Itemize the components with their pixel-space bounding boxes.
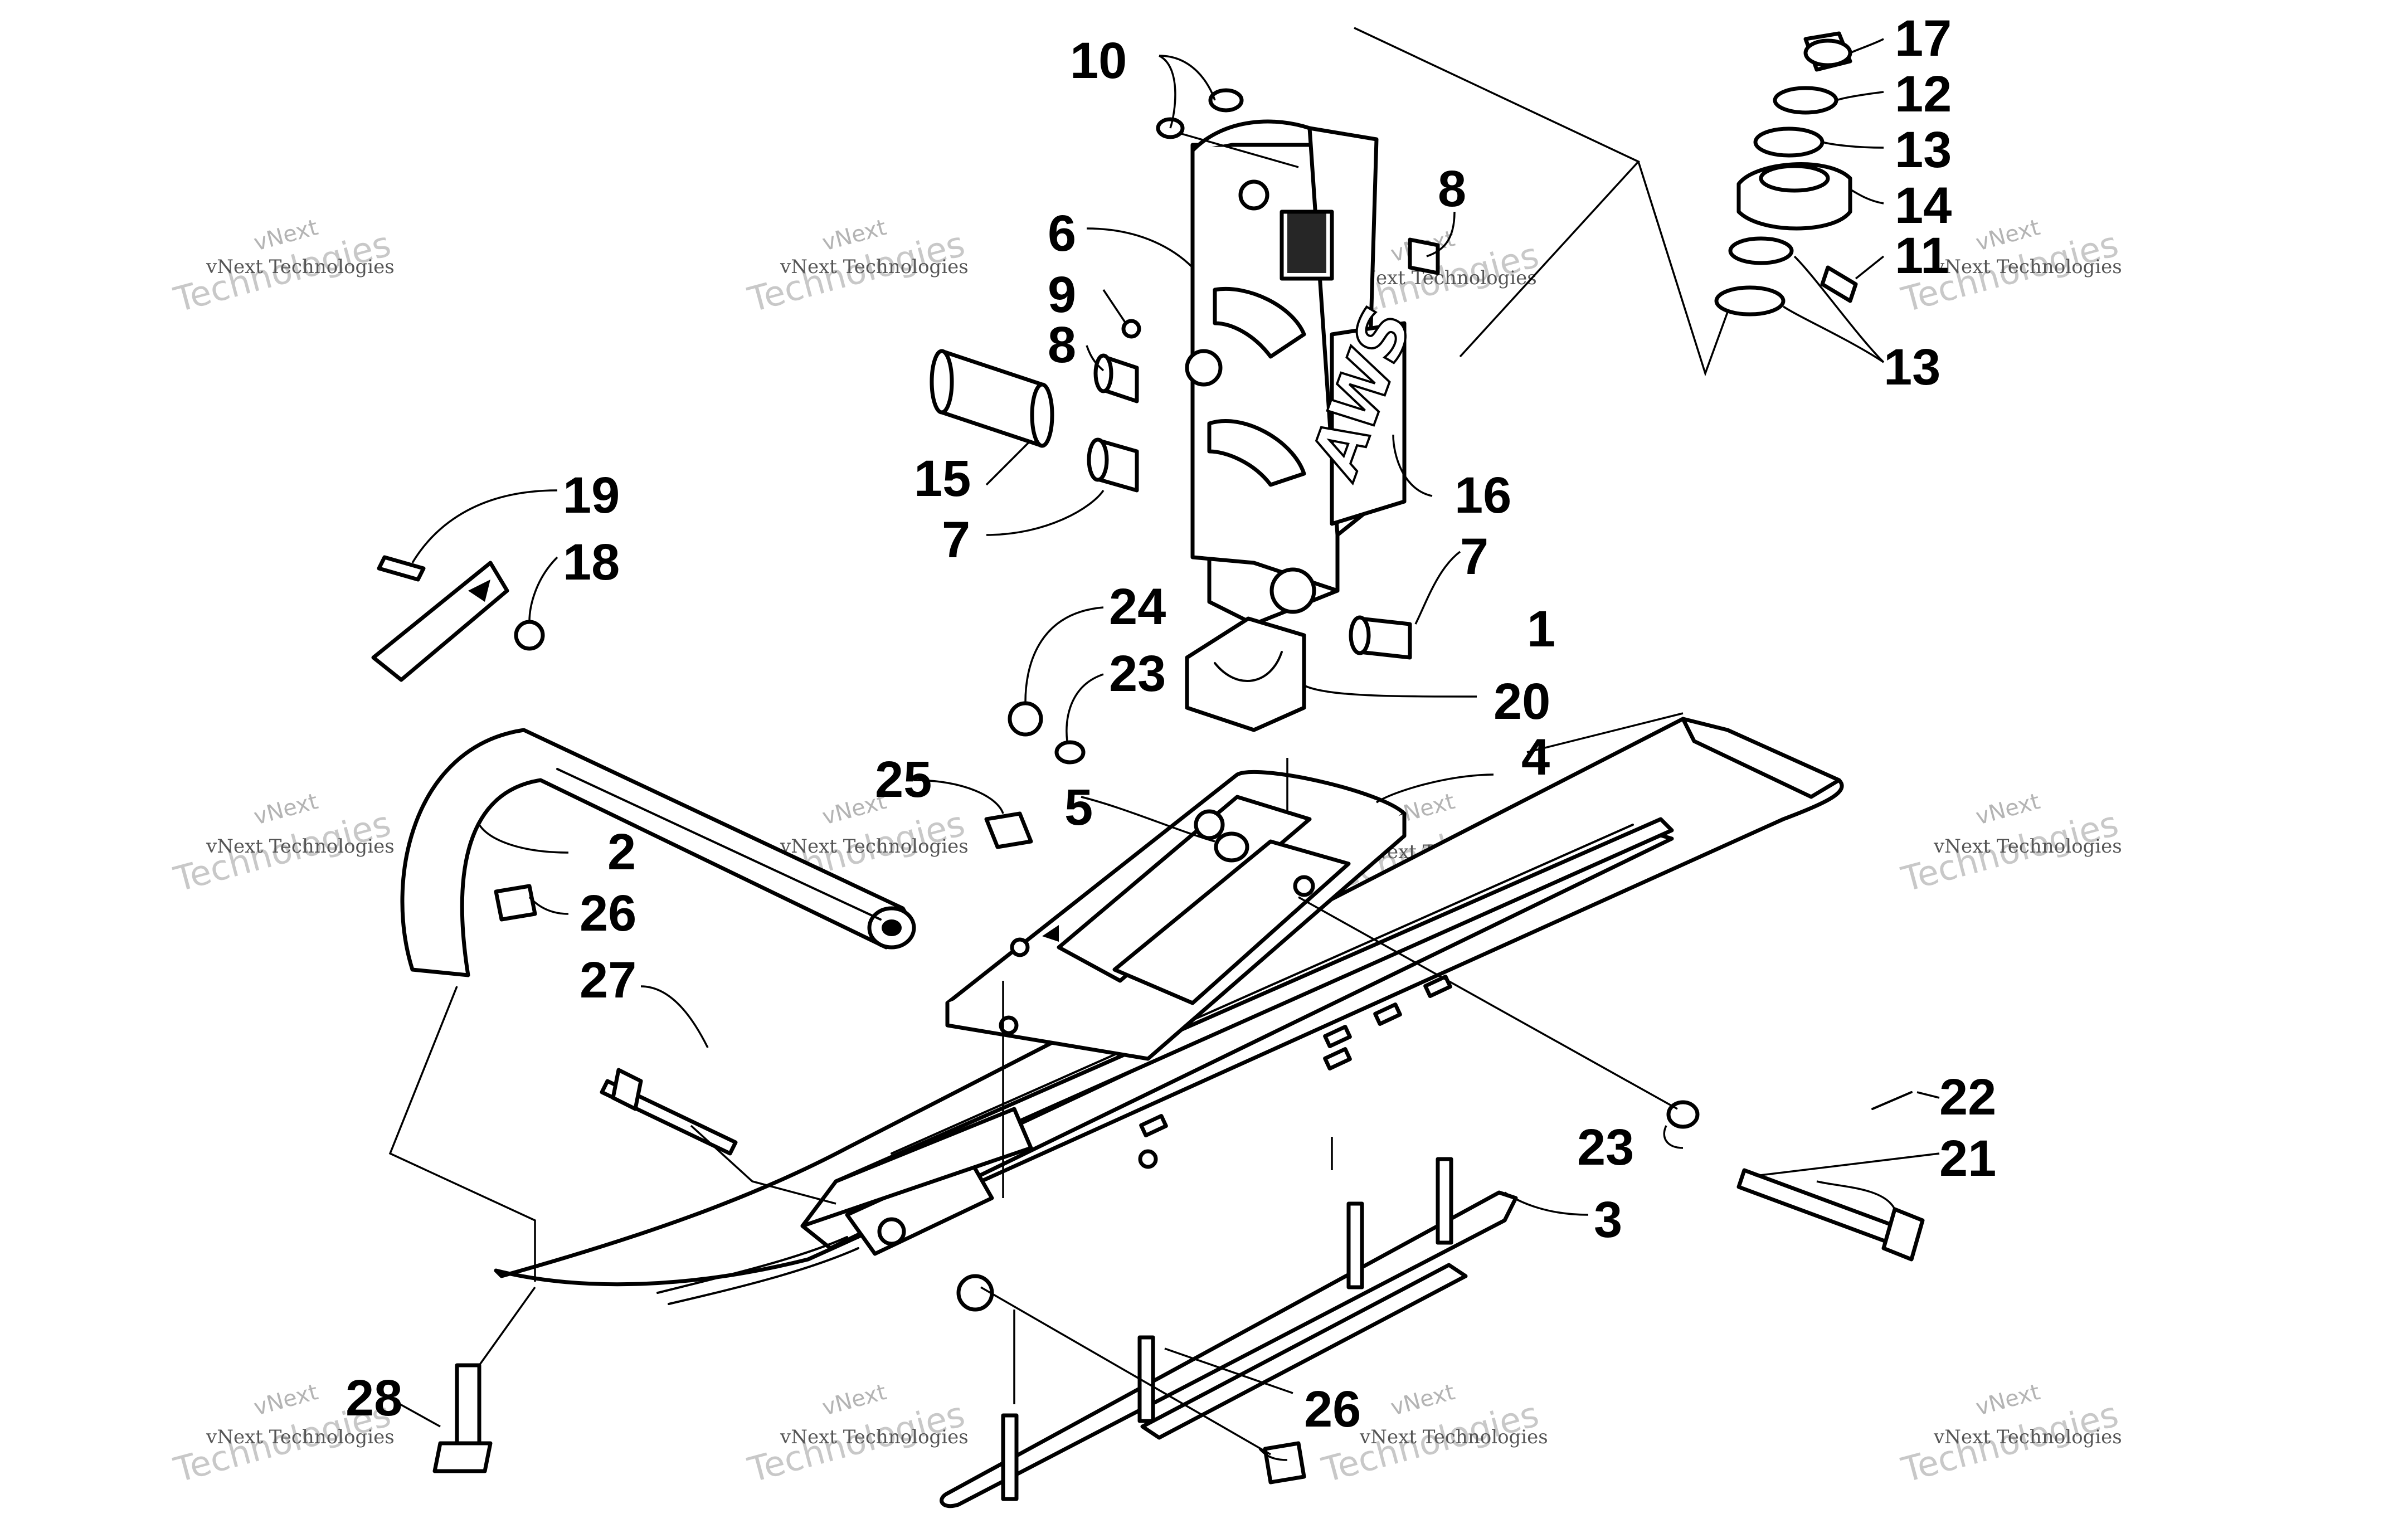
callout-11: 11 <box>1895 227 1949 284</box>
washer-part-13-a <box>1728 236 1794 265</box>
callout-19: 19 <box>563 467 620 524</box>
bolt-part-21 <box>1736 1168 1897 1245</box>
callout-23-top: 23 <box>1109 645 1166 702</box>
callout-14: 14 <box>1895 177 1952 234</box>
runner-part-3 <box>940 1157 1518 1508</box>
bushings <box>930 88 1440 660</box>
callout-23-right: 23 <box>1577 1119 1634 1176</box>
grease-fitting-part-9 <box>1121 319 1141 339</box>
bolt-part-28 <box>455 1363 481 1451</box>
washer-part-5 <box>1214 831 1249 863</box>
callout-7-right: 7 <box>1460 528 1488 585</box>
callout-9: 9 <box>1048 266 1076 323</box>
callout-4: 4 <box>1521 729 1550 786</box>
watermark-10: vNext Technologies vNext Technologies <box>743 1379 969 1491</box>
nut-part-26-top <box>494 884 537 922</box>
callout-6: 6 <box>1048 205 1076 262</box>
nut-part-18 <box>514 620 545 651</box>
ring-part-12 <box>1773 86 1838 115</box>
svg-text:vNext Technologies: vNext Technologies <box>780 1426 969 1448</box>
svg-text:vNext Technologies: vNext Technologies <box>1933 256 2122 278</box>
callout-16: 16 <box>1454 467 1511 524</box>
svg-text:vNext Technologies: vNext Technologies <box>1933 835 2122 858</box>
screw-part-19 <box>377 555 426 582</box>
bolt-part-11 <box>1820 265 1858 303</box>
ski-loop-part-2 <box>400 728 916 977</box>
guard-part-18-19 <box>371 555 545 682</box>
callout-18: 18 <box>563 534 620 591</box>
callout-26-bottom: 26 <box>1304 1381 1361 1438</box>
callout-2: 2 <box>607 824 636 880</box>
callout-22: 22 <box>1939 1069 1996 1126</box>
callout-labels: 10 6 9 8 8 15 7 16 7 19 18 24 23 20 1 4 … <box>346 10 1996 1438</box>
callout-27: 27 <box>580 952 636 1009</box>
callout-15: 15 <box>914 450 971 507</box>
nut-part-26-bottom <box>1263 1441 1306 1485</box>
callout-26-top: 26 <box>580 885 636 942</box>
callout-5: 5 <box>1064 779 1093 836</box>
watermark-1: vNext Technologies vNext Technologies <box>169 215 395 320</box>
svg-text:vNext Technologies: vNext Technologies <box>1359 1426 1548 1448</box>
svg-text:vNext Technologies: vNext Technologies <box>780 256 969 278</box>
watermark-8: vNext Technologies vNext Technologies <box>1897 789 2123 900</box>
washer-part-13-b <box>1714 285 1786 317</box>
svg-text:vNext Technologies: vNext Technologies <box>1348 267 1537 289</box>
spindle-part-6: AWS <box>1185 119 1429 626</box>
callout-28: 28 <box>346 1370 402 1427</box>
nut-part-25 <box>984 811 1033 849</box>
callout-1: 1 <box>1527 601 1555 658</box>
svg-text:vNext Technologies: vNext Technologies <box>206 1426 395 1448</box>
callout-12: 12 <box>1895 66 1952 123</box>
callout-3: 3 <box>1594 1191 1622 1248</box>
callout-8-left: 8 <box>1048 317 1076 373</box>
watermark-12: vNext Technologies vNext Technologies <box>1897 1379 2123 1491</box>
nut-part-24 <box>1008 701 1043 737</box>
svg-text:vNext: vNext <box>1388 1379 1458 1421</box>
spacer-part-15 <box>940 349 1044 448</box>
steering-arm-hardware <box>1714 31 1858 317</box>
callout-13-top: 13 <box>1895 121 1952 178</box>
washer-part-13-top <box>1753 126 1825 158</box>
callout-7-left: 7 <box>942 512 970 568</box>
watermark-5: vNext Technologies vNext Technologies <box>169 789 395 900</box>
damper-part-20 <box>1185 616 1306 732</box>
callout-17: 17 <box>1895 10 1952 67</box>
callout-20: 20 <box>1494 673 1550 730</box>
svg-text:vNext Technologies: vNext Technologies <box>780 835 969 858</box>
svg-text:vNext Technologies: vNext Technologies <box>1933 1426 2122 1448</box>
callout-10: 10 <box>1070 32 1127 89</box>
pin-part-22 <box>1871 1091 1913 1110</box>
fasteners <box>432 701 1925 1485</box>
bushing-part-8-right <box>1408 237 1440 275</box>
callout-24: 24 <box>1109 578 1166 635</box>
svg-text:vNext Technologies: vNext Technologies <box>206 835 395 858</box>
callout-8-right: 8 <box>1438 160 1466 217</box>
washer-part-10-a <box>1208 88 1244 113</box>
callout-13-bottom: 13 <box>1884 339 1940 396</box>
watermark-2: vNext Technologies vNext Technologies <box>743 215 969 320</box>
callout-21: 21 <box>1939 1130 1996 1187</box>
svg-text:vNext Technologies: vNext Technologies <box>206 256 395 278</box>
callout-25: 25 <box>875 751 932 808</box>
leader-lines <box>388 27 1940 1461</box>
washer-part-23-top <box>1054 740 1086 765</box>
